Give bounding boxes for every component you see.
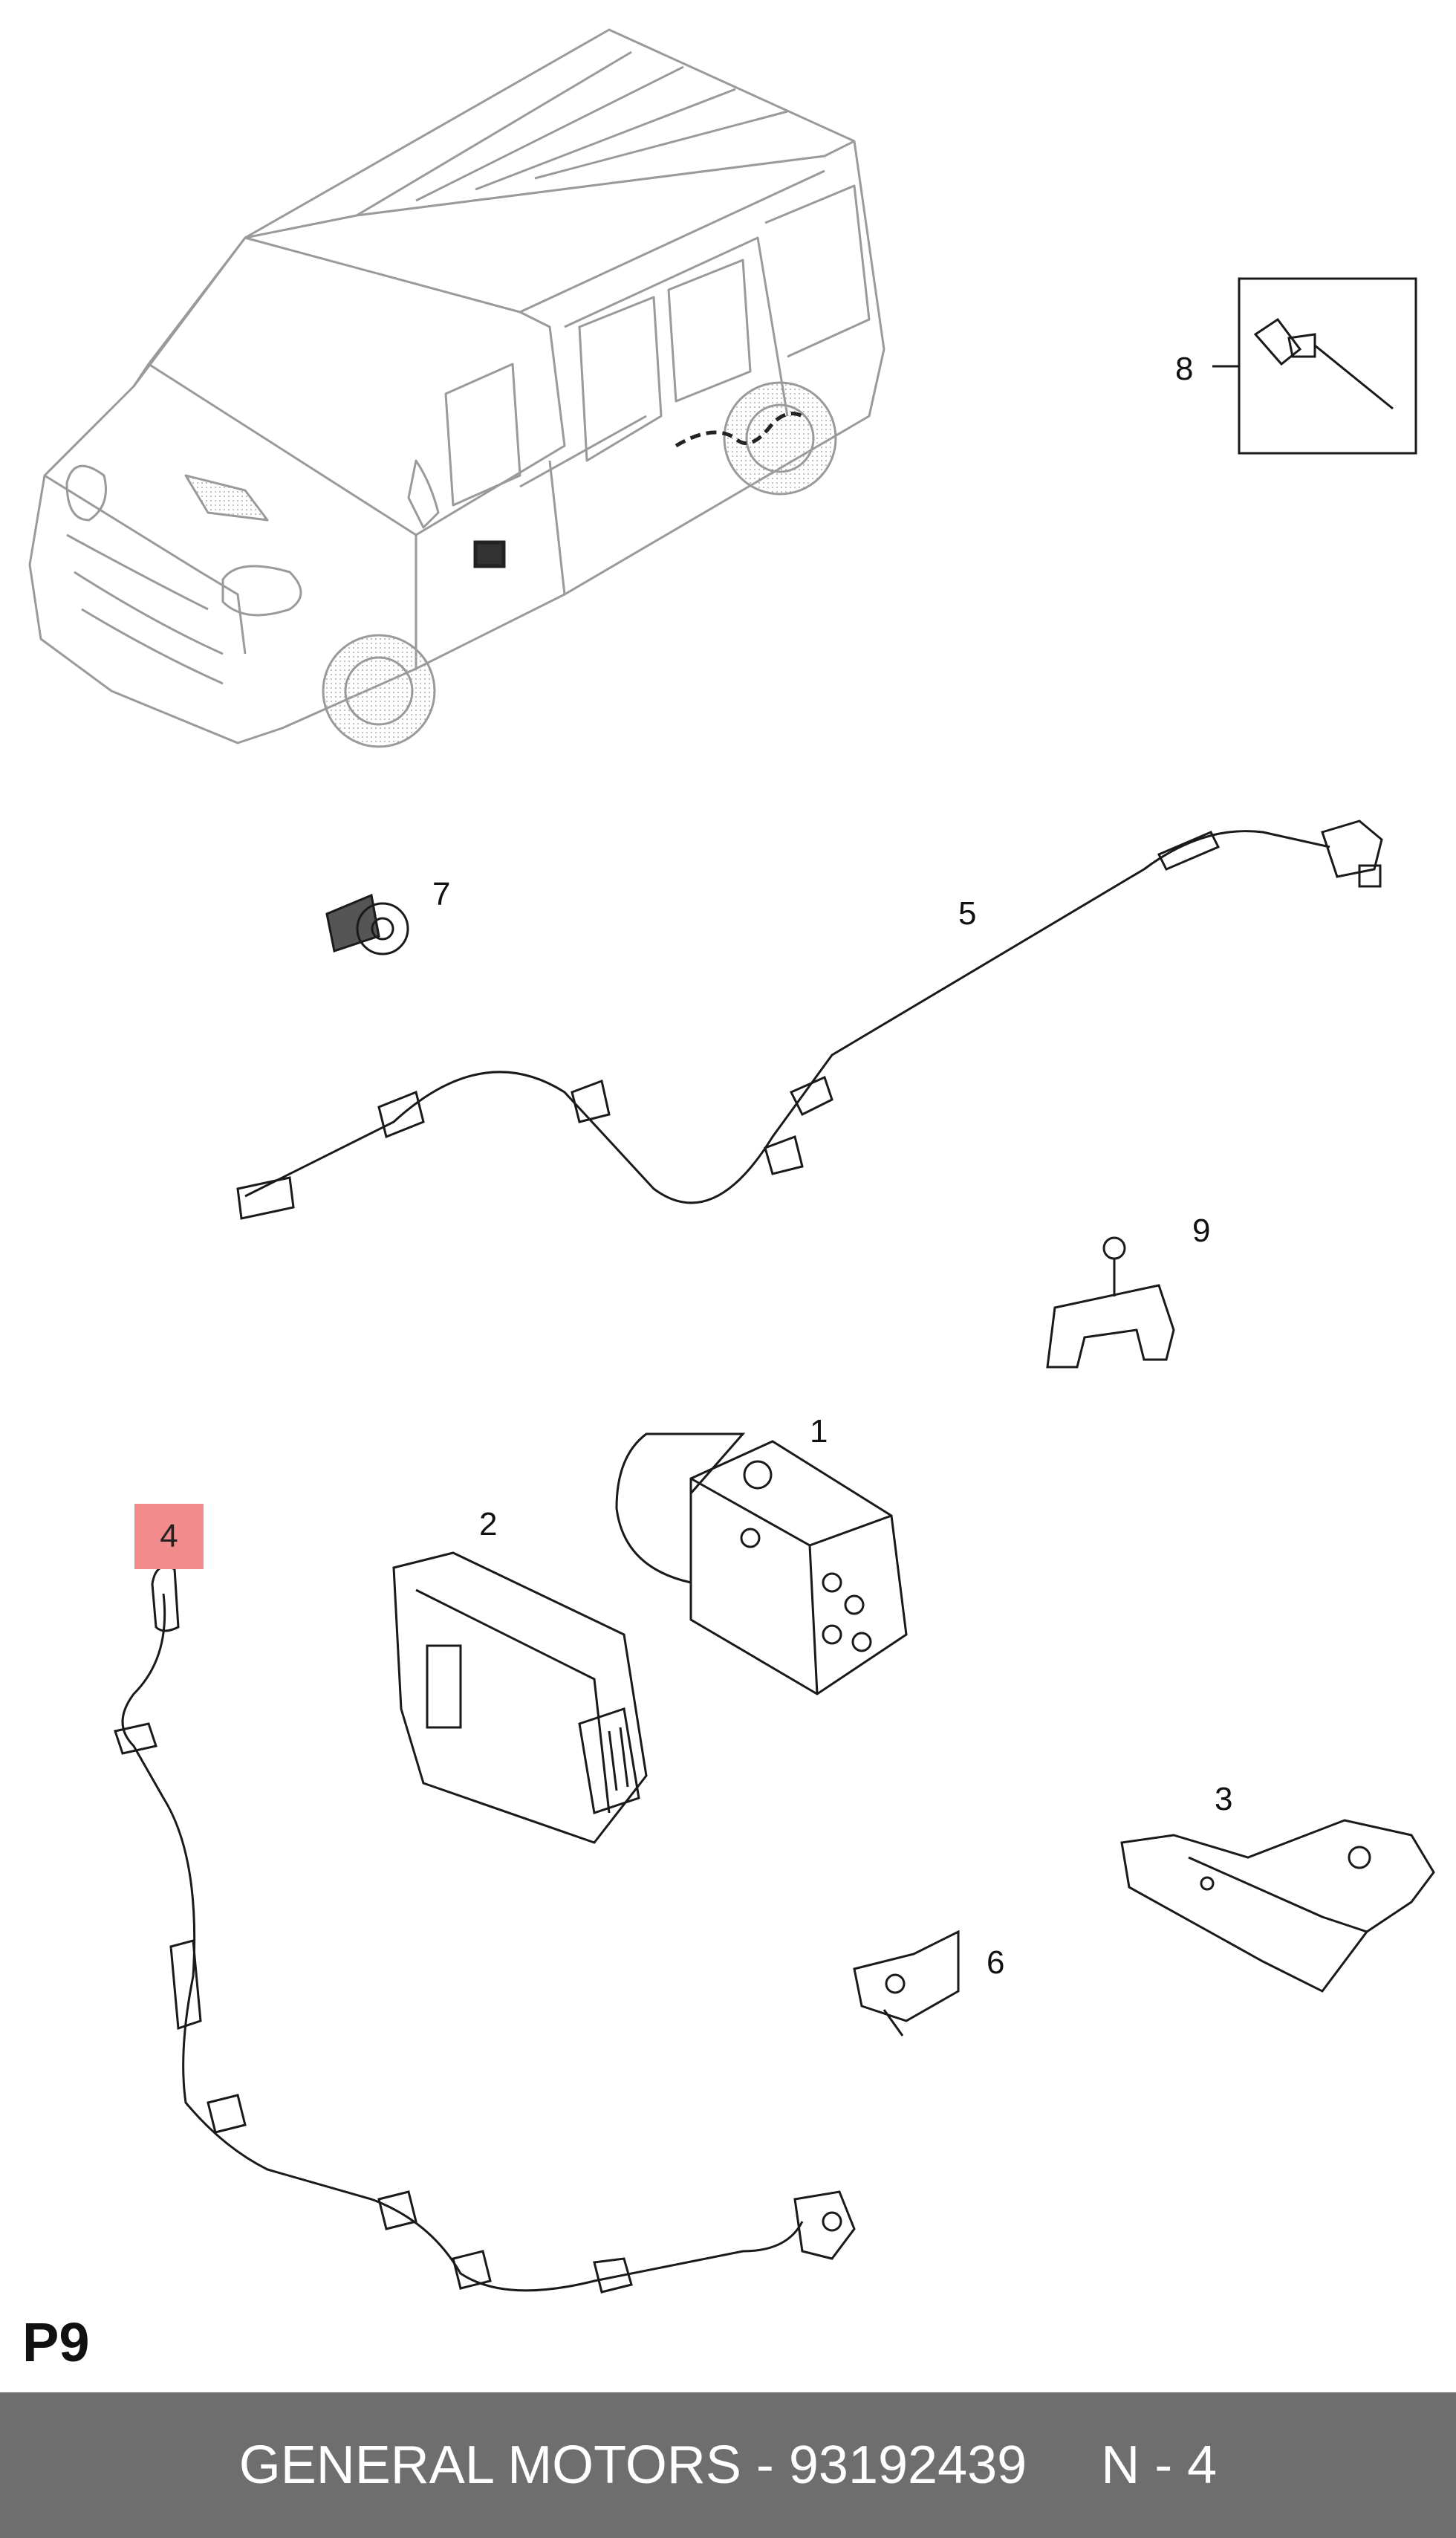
part-6-bracket: [853, 1930, 960, 2036]
part-3-bracket: [1120, 1819, 1435, 1993]
callout-1: 1: [810, 1413, 828, 1450]
part-5-sensor-cable: [236, 820, 1383, 1220]
footer-bar: GENERAL MOTORS - 93192439 N - 4: [0, 2392, 1456, 2538]
van-sensor-cable: [473, 412, 804, 568]
part-7-clip: [325, 893, 409, 955]
callout-5: 5: [958, 895, 977, 932]
van-illustration: [28, 28, 885, 748]
callout-6: 6: [987, 1944, 1005, 1981]
footer-brand-part: GENERAL MOTORS - 93192439: [238, 2435, 1027, 2495]
parts-diagram: [28, 28, 1435, 2294]
part-1-abs-unit: [615, 1432, 908, 1695]
page-code: P9: [22, 2311, 90, 2373]
callout-2: 2: [479, 1506, 498, 1542]
callout-3: 3: [1215, 1781, 1233, 1817]
callout-4-highlighted: 4: [134, 1504, 204, 1569]
part-4-sensor-cable: [114, 1565, 856, 2294]
part-9-bracket: [1046, 1236, 1175, 1369]
callout-8: 8: [1175, 351, 1194, 387]
footer-position: N - 4: [1101, 2435, 1218, 2495]
callout-9: 9: [1192, 1213, 1211, 1249]
callout-7: 7: [432, 876, 451, 912]
part-2-ecu: [392, 1551, 648, 1844]
part-8-rivet: [1212, 277, 1417, 455]
